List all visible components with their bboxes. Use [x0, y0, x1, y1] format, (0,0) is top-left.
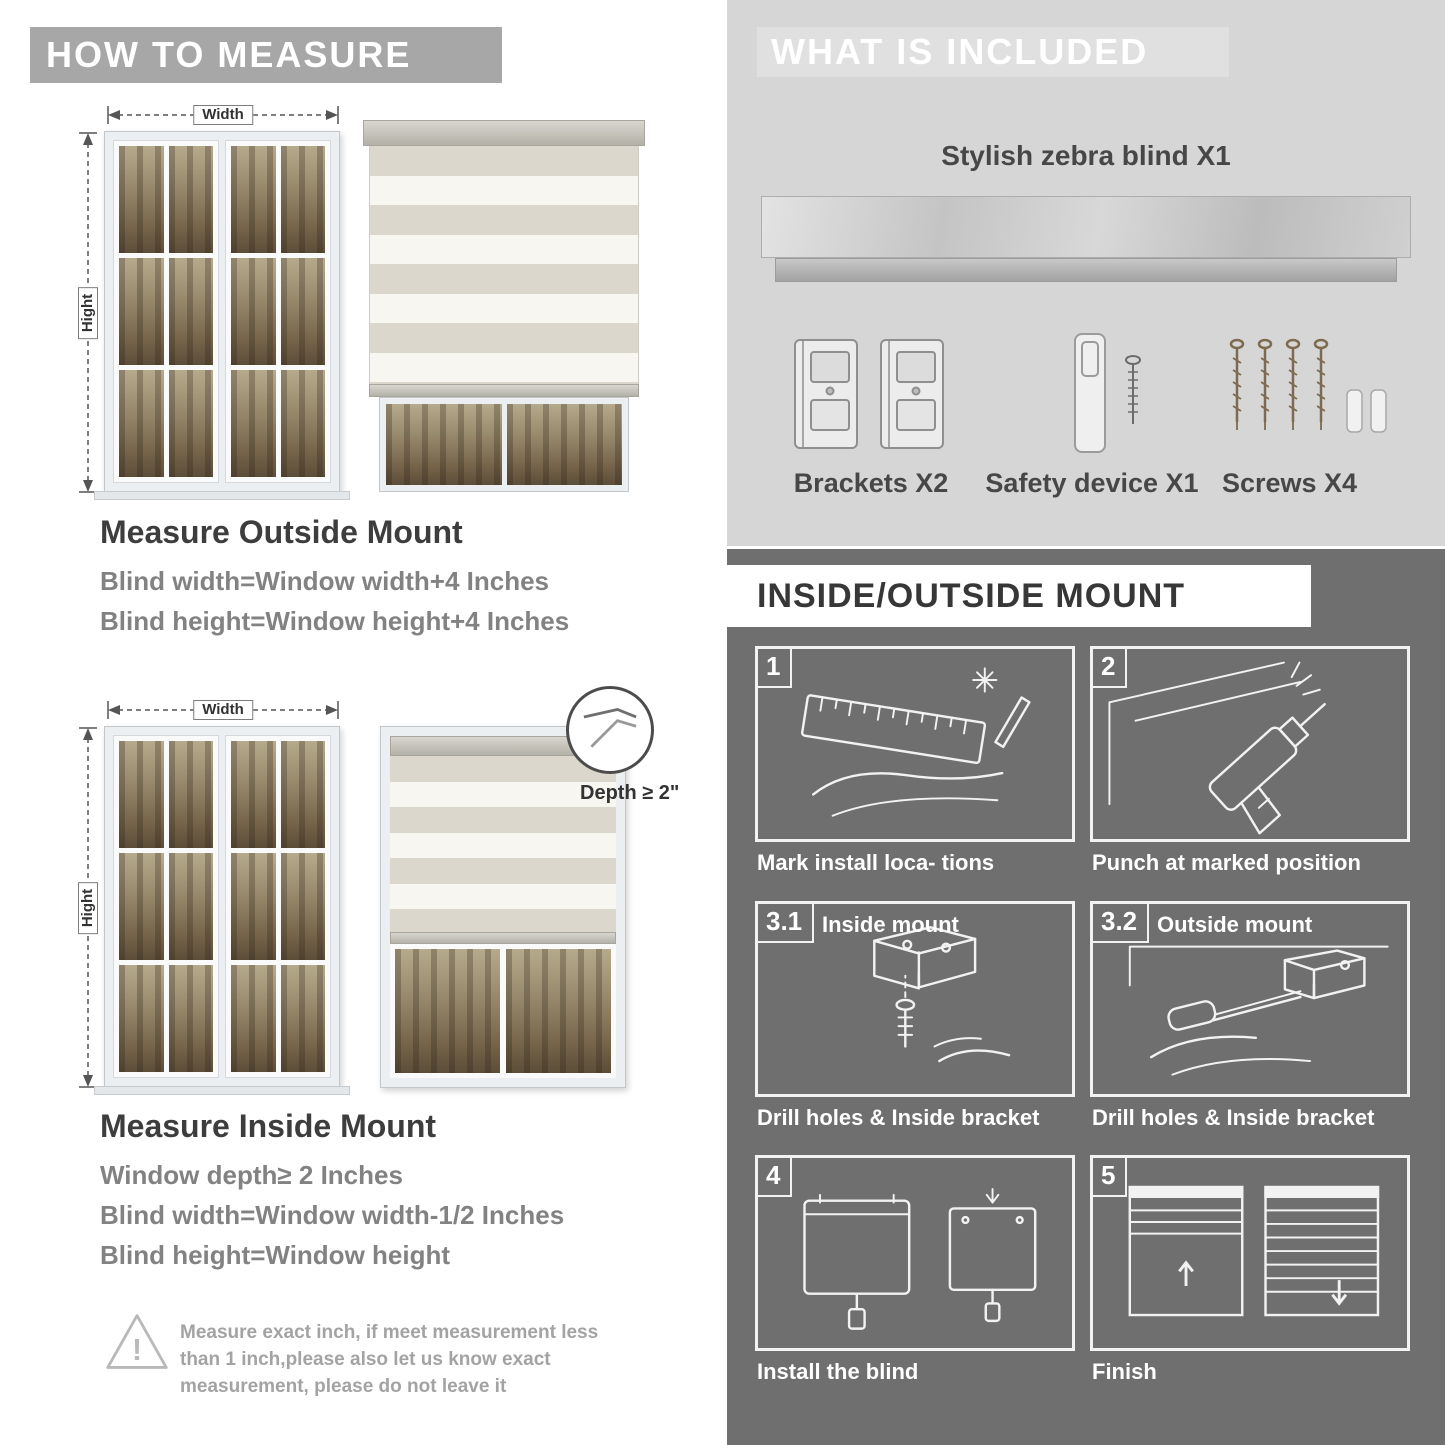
depth-zoom-circle: [566, 686, 654, 774]
window-below-blind: [379, 397, 629, 492]
zebra-blind-body: [369, 146, 639, 384]
mount-instructions-section: INSIDE/OUTSIDE MOUNT 1: [727, 549, 1445, 1445]
mark-location-icon: [800, 667, 1031, 817]
blind-bottomrail: [390, 932, 616, 944]
step-number: 1: [758, 649, 793, 688]
note-line-3: measurement, please do not leave it: [180, 1376, 507, 1397]
brackets-label: Brackets X2: [793, 468, 949, 498]
window-sash: [225, 735, 331, 1078]
width-label: Width: [193, 105, 253, 125]
outside-bracket-icon: [1128, 945, 1389, 1076]
window-sash: [113, 735, 219, 1078]
outside-blind-illustration: [363, 120, 645, 492]
window-corner-icon: [583, 708, 637, 748]
inside-blind-illustration: [380, 726, 626, 1088]
outside-mount-title: Measure Outside Mount: [100, 514, 463, 550]
blind-headrail-image: [761, 196, 1411, 258]
step-2-panel: 2: [1090, 646, 1410, 842]
blind-headrail: [363, 120, 645, 146]
blind-bottomrail: [369, 384, 639, 397]
window-sash: [225, 140, 331, 483]
height-label: Hight: [78, 881, 98, 934]
brackets-icon: [789, 336, 949, 454]
window-frame: [104, 131, 340, 492]
note-line-1: Measure exact inch, if meet measurement …: [180, 1322, 599, 1343]
step-1-caption: Mark install loca- tions: [757, 850, 995, 875]
blind-headrail-lip: [775, 258, 1397, 282]
window-below-blind: [390, 944, 616, 1078]
width-arrow: Width: [106, 700, 340, 720]
step-5-caption: Finish: [1092, 1359, 1157, 1384]
step-number: 3.1: [758, 904, 815, 943]
height-label: Hight: [78, 286, 98, 339]
zebra-blind-body: [390, 756, 616, 932]
step-3-2-panel: 3.2 Outside mount: [1090, 901, 1410, 1097]
height-arrow: Hight: [78, 726, 98, 1089]
width-arrow-icon: [107, 701, 339, 719]
step-3-2-caption: Drill holes & Inside bracket: [1092, 1105, 1375, 1130]
drill-icon: [1108, 661, 1326, 835]
screws-icon: [1223, 332, 1398, 456]
warning-triangle-icon: !: [104, 1310, 170, 1374]
step-5-panel: 5: [1090, 1155, 1410, 1351]
install-blind-icon: [803, 1188, 1037, 1330]
step-title: Outside mount: [1157, 912, 1313, 937]
mount-banner: INSIDE/OUTSIDE MOUNT: [727, 565, 1311, 627]
inside-bracket-icon: [873, 926, 1011, 1063]
inside-mount-title: Measure Inside Mount: [100, 1108, 437, 1144]
outside-formula-width: Blind width=Window width+4 Inches: [100, 566, 549, 596]
step-3-1-caption: Drill holes & Inside bracket: [757, 1105, 1040, 1130]
safety-device-icon: [1027, 330, 1177, 458]
step-title: Inside mount: [822, 912, 959, 937]
step-4-panel: 4: [755, 1155, 1075, 1351]
width-label: Width: [193, 700, 253, 720]
inside-window-illustration: Width Hight: [78, 700, 350, 1095]
outside-formula-height: Blind height=Window height+4 Inches: [100, 606, 570, 636]
finish-blinds-icon: [1128, 1185, 1380, 1317]
step-3-1-panel: 3.1 Inside mount: [755, 901, 1075, 1097]
window-frame: [104, 726, 340, 1087]
window-sill: [94, 1086, 350, 1095]
note-line-2: than 1 inch,please also let us know exac…: [180, 1349, 551, 1370]
width-arrow: Width: [106, 105, 340, 125]
width-arrow-icon: [107, 106, 339, 124]
warning-exclamation: !: [132, 1334, 142, 1367]
height-arrow: Hight: [78, 131, 98, 494]
outside-window-illustration: Width Hight: [78, 105, 350, 500]
zebra-blind-label: Stylish zebra blind X1: [941, 140, 1231, 171]
inside-formula-width: Blind width=Window width-1/2 Inches: [100, 1200, 565, 1230]
window-sash: [113, 140, 219, 483]
step-4-caption: Install the blind: [757, 1359, 919, 1384]
height-arrow-icon: [79, 727, 97, 1088]
step-1-panel: 1: [755, 646, 1075, 842]
step-number: 2: [1093, 649, 1128, 688]
depth-callout-label: Depth ≥ 2": [580, 782, 680, 804]
safety-device-label: Safety device X1: [985, 468, 1199, 498]
step-number: 4: [758, 1158, 793, 1197]
step-number: 5: [1093, 1158, 1128, 1197]
step-2-caption: Punch at marked position: [1092, 850, 1361, 875]
what-is-included-section: WHAT IS INCLUDED Stylish zebra blind X1: [727, 0, 1445, 546]
screws-label: Screws X4: [1221, 468, 1358, 498]
inside-formula-depth: Window depth≥ 2 Inches: [100, 1160, 403, 1190]
what-is-included-banner: WHAT IS INCLUDED: [757, 27, 1229, 77]
step-number: 3.2: [1093, 904, 1150, 943]
inside-formula-height: Blind height=Window height: [100, 1240, 450, 1270]
how-to-measure-banner: HOW TO MEASURE: [30, 27, 502, 83]
window-sill: [94, 491, 350, 500]
